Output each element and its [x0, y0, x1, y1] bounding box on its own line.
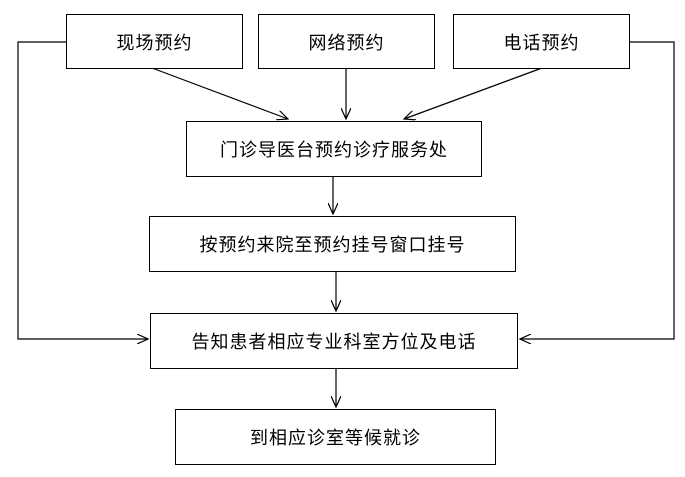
- source-phone-label: 电话预约: [503, 32, 580, 54]
- step-register-box: 按预约来院至预约挂号窗口挂号: [149, 216, 516, 272]
- step-wait-box: 到相应诊室等候就诊: [175, 409, 496, 465]
- source-onsite-box: 现场预约: [66, 14, 243, 69]
- source-online-box: 网络预约: [258, 14, 435, 69]
- step-inform-label: 告知患者相应专业科室方位及电话: [191, 332, 477, 353]
- step-desk-label: 门诊导医台预约诊疗服务处: [220, 140, 448, 161]
- step-wait-label: 到相应诊室等候就诊: [250, 428, 421, 449]
- arrow-phone-bypass-to-inform: [520, 41, 675, 339]
- source-online-label: 网络预约: [308, 32, 385, 54]
- arrow-onsite-to-desk: [151, 67, 288, 119]
- source-onsite-label: 现场预约: [116, 32, 193, 54]
- step-desk-box: 门诊导医台预约诊疗服务处: [186, 121, 482, 177]
- arrow-phone-to-desk: [404, 67, 543, 119]
- step-register-label: 按预约来院至预约挂号窗口挂号: [199, 235, 466, 256]
- step-inform-box: 告知患者相应专业科室方位及电话: [150, 313, 518, 369]
- source-phone-box: 电话预约: [453, 14, 630, 69]
- arrow-onsite-bypass-to-inform: [17, 41, 148, 339]
